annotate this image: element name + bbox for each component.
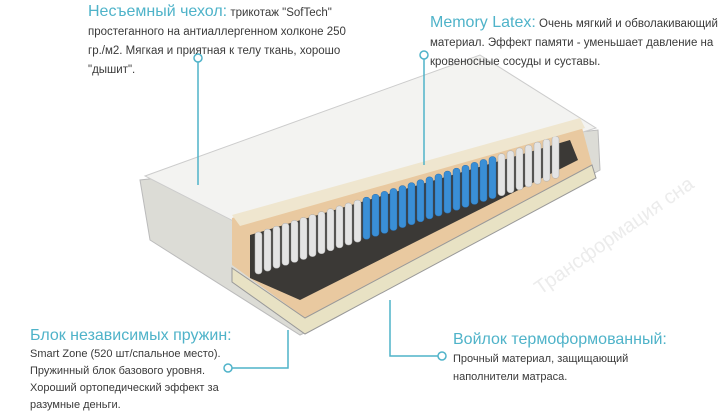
spring — [380, 191, 389, 234]
spring — [515, 147, 524, 191]
spring — [398, 185, 407, 228]
spring — [461, 165, 470, 208]
spring — [542, 138, 551, 182]
spring — [407, 182, 416, 225]
callout-text: Smart Zone (520 шт/спальное место). Пруж… — [30, 348, 221, 411]
spring — [353, 199, 362, 243]
callout-text: Очень мягкий и обволакивающий материал. … — [430, 18, 718, 68]
spring — [506, 150, 515, 194]
spring — [389, 188, 398, 231]
spring — [551, 136, 560, 179]
spring — [254, 231, 263, 275]
callout-title: Блок независимых пружин: — [30, 327, 232, 344]
spring — [317, 211, 326, 254]
callout-title: Memory Latex: — [430, 14, 536, 31]
callout-latex: Memory Latex: Очень мягкий и обволакиваю… — [430, 13, 718, 72]
callout-text: Прочный материал, защищающий наполнители… — [453, 353, 629, 383]
spring — [452, 167, 461, 211]
spring — [488, 156, 497, 199]
spring — [326, 208, 335, 252]
spring — [272, 225, 281, 269]
spring — [290, 220, 299, 263]
spring — [497, 153, 506, 196]
spring — [263, 228, 272, 272]
spring — [416, 179, 425, 223]
base-layer — [231, 164, 597, 335]
spring — [335, 205, 344, 249]
spring — [299, 217, 308, 260]
spring — [425, 176, 434, 220]
spring — [281, 223, 290, 266]
spring — [443, 170, 452, 214]
spring — [371, 194, 380, 237]
spring — [479, 159, 488, 202]
callout-text: трикотаж "SofTech" простеганного на анти… — [88, 7, 346, 76]
callout-title: Несъемный чехол: — [88, 3, 228, 20]
latex-layer — [232, 118, 585, 226]
callout-title: Войлок термоформованный: — [453, 331, 667, 348]
mattress-quilted-top — [143, 54, 598, 233]
spring — [362, 196, 371, 240]
spring — [308, 214, 317, 257]
spring — [344, 202, 353, 246]
callout-cover: Несъемный чехол: трикотаж "SofTech" прос… — [88, 2, 348, 80]
spring — [470, 162, 479, 205]
callout-felt: Войлок термоформованный: Прочный материа… — [453, 330, 673, 386]
spring-block — [254, 136, 560, 275]
spring — [434, 173, 443, 217]
spring — [533, 141, 542, 185]
callout-dots — [193, 50, 447, 373]
leader-lines — [197, 55, 442, 369]
spring — [524, 144, 533, 188]
callout-springs: Блок независимых пружин: Smart Zone (520… — [30, 326, 235, 414]
